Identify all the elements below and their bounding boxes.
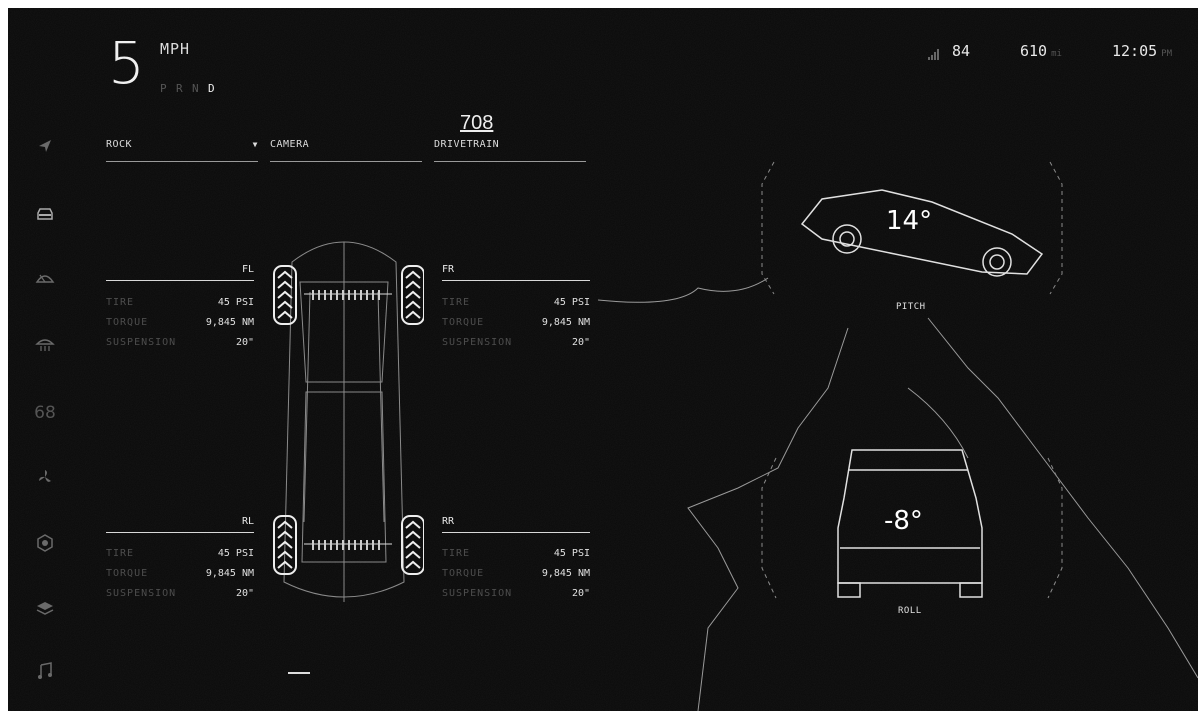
settings-icon[interactable] — [34, 534, 56, 556]
clock-suffix: PM — [1161, 49, 1172, 59]
tab-drivetrain-label: DRIVETRAIN — [434, 139, 500, 150]
fl-torque-key: TORQUE — [106, 317, 149, 328]
gear-d[interactable]: D — [208, 82, 215, 95]
chevron-down-icon[interactable]: ▼ — [252, 140, 258, 149]
fr-suspension-key: SUSPENSION — [442, 337, 513, 348]
page-indicator[interactable] — [288, 672, 310, 674]
signal-value: 84 — [952, 42, 971, 60]
rr-suspension-row: SUSPENSION 20" — [442, 588, 590, 606]
fl-suspension-row: SUSPENSION 20" — [106, 337, 254, 355]
rl-torque-row: TORQUE 9,845 NM — [106, 568, 254, 586]
fl-suspension-key: SUSPENSION — [106, 337, 177, 348]
clock-time: 12:05 — [1112, 42, 1158, 60]
pitch-diagram — [761, 161, 1063, 295]
range-unit: mi — [1051, 49, 1062, 59]
wheel-label-fl: FL — [106, 264, 254, 281]
rl-tire-row: TIRE 45 PSI — [106, 548, 254, 566]
rl-tire-value: 45 PSI — [217, 548, 254, 559]
tire-rl — [273, 515, 297, 575]
rl-torque-value: 9,845 NM — [205, 568, 254, 579]
tire-rr — [401, 515, 424, 575]
defrost-icon[interactable] — [34, 336, 56, 358]
fl-tire-key: TIRE — [106, 297, 135, 308]
rr-tire-key: TIRE — [442, 548, 471, 559]
layers-icon[interactable] — [34, 600, 56, 622]
fr-torque-value: 9,845 NM — [541, 317, 590, 328]
signal-icon — [928, 46, 940, 65]
rl-suspension-value: 20" — [235, 588, 254, 599]
fr-tire-key: TIRE — [442, 297, 471, 308]
rr-suspension-value: 20" — [571, 588, 590, 599]
speed-readout: 5 — [108, 29, 145, 97]
tab-camera[interactable]: CAMERA — [270, 139, 422, 162]
rr-tire-row: TIRE 45 PSI — [442, 548, 590, 566]
fr-tire-row: TIRE 45 PSI — [442, 297, 590, 315]
vehicle-icon[interactable] — [34, 206, 56, 228]
pitch-label: PITCH — [896, 302, 926, 312]
fr-suspension-row: SUSPENSION 20" — [442, 337, 590, 355]
navigation-icon[interactable] — [34, 138, 56, 160]
rl-suspension-row: SUSPENSION 20" — [106, 588, 254, 606]
rl-tire-key: TIRE — [106, 548, 135, 559]
roll-angle: -8° — [884, 506, 923, 536]
rr-torque-row: TORQUE 9,845 NM — [442, 568, 590, 586]
fl-tire-value: 45 PSI — [217, 297, 254, 308]
gear-r[interactable]: R — [176, 82, 183, 95]
rr-torque-key: TORQUE — [442, 568, 485, 579]
tire-fl — [273, 265, 297, 325]
fl-torque-row: TORQUE 9,845 NM — [106, 317, 254, 335]
range-value: 610 — [1020, 42, 1048, 60]
tire-fr — [401, 265, 424, 325]
fan-icon[interactable] — [34, 468, 56, 490]
rr-suspension-key: SUSPENSION — [442, 588, 513, 599]
gear-p[interactable]: P — [160, 82, 167, 95]
fr-tire-value: 45 PSI — [553, 297, 590, 308]
temperature-icon[interactable]: 68 — [34, 403, 56, 423]
tab-rock-label: ROCK — [106, 139, 133, 150]
roll-diagram — [761, 449, 1063, 599]
fr-suspension-value: 20" — [571, 337, 590, 348]
rl-suspension-key: SUSPENSION — [106, 588, 177, 599]
rr-torque-value: 9,845 NM — [541, 568, 590, 579]
rl-torque-key: TORQUE — [106, 568, 149, 579]
fl-torque-value: 9,845 NM — [205, 317, 254, 328]
vehicle-topdown-diagram — [273, 241, 424, 602]
wiper-icon[interactable] — [34, 270, 56, 292]
rr-tire-value: 45 PSI — [553, 548, 590, 559]
fl-tire-row: TIRE 45 PSI — [106, 297, 254, 315]
terrain-outline — [597, 277, 1198, 711]
fr-torque-key: TORQUE — [442, 317, 485, 328]
tab-rock[interactable]: ROCK ▼ — [106, 139, 258, 162]
tab-drivetrain[interactable]: DRIVETRAIN — [434, 139, 586, 162]
roll-label: ROLL — [898, 606, 922, 616]
fr-torque-row: TORQUE 9,845 NM — [442, 317, 590, 335]
figure-ref-708: 708 — [460, 112, 494, 134]
music-icon[interactable] — [34, 662, 56, 684]
wheel-label-rr: RR — [442, 516, 590, 533]
pitch-angle: 14° — [886, 206, 933, 236]
speed-unit: MPH — [160, 40, 191, 58]
tab-camera-label: CAMERA — [270, 139, 310, 150]
fl-suspension-value: 20" — [235, 337, 254, 348]
wheel-label-rl: RL — [106, 516, 254, 533]
wheel-label-fr: FR — [442, 264, 590, 281]
gear-n[interactable]: N — [192, 82, 199, 95]
